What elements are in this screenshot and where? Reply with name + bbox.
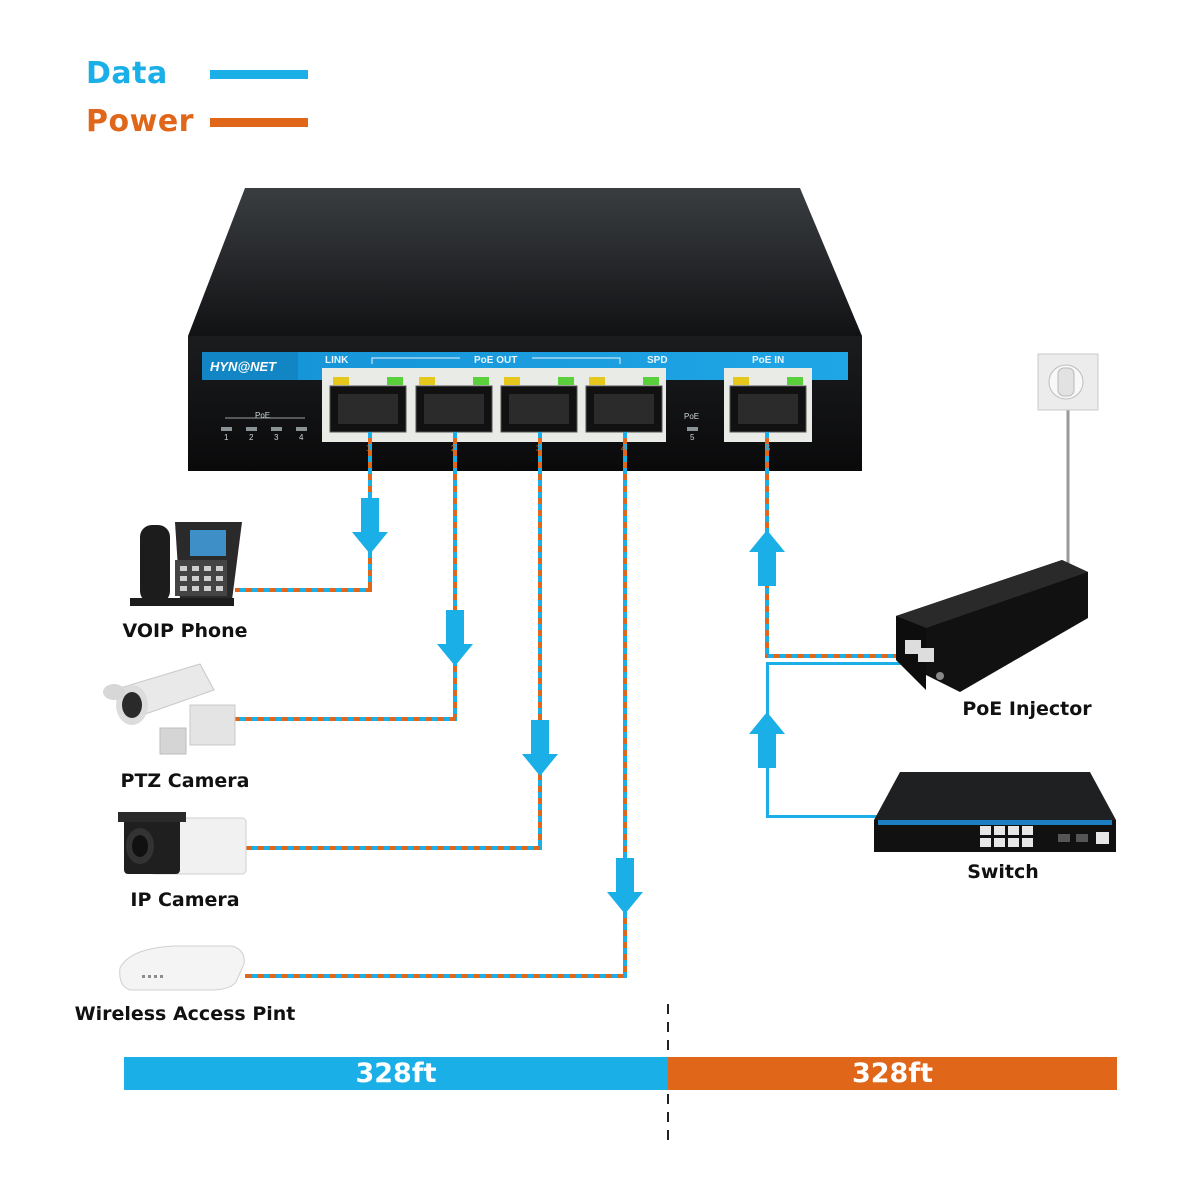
wall-socket-illustration bbox=[1037, 353, 1099, 411]
cable-voip bbox=[235, 588, 372, 592]
port-number-2: 2 bbox=[451, 444, 456, 453]
port-number-3: 3 bbox=[536, 444, 541, 453]
cable-ptz bbox=[235, 717, 457, 721]
cable-ap bbox=[245, 974, 627, 978]
voip-phone-label: VOIP Phone bbox=[122, 620, 248, 642]
arrows bbox=[352, 498, 785, 914]
cable-ip-camera bbox=[245, 846, 542, 850]
cable-port-4 bbox=[623, 432, 627, 978]
ip-camera-illustration bbox=[118, 812, 247, 875]
voip-phone-illustration bbox=[130, 522, 242, 606]
poe-leds bbox=[221, 417, 698, 431]
poe-led-label: PoE bbox=[255, 411, 271, 420]
link-label: LINK bbox=[325, 355, 349, 366]
brand-box bbox=[202, 352, 298, 380]
legend-data-label: Data bbox=[86, 56, 168, 91]
wireless-ap-label: Wireless Access Pint bbox=[74, 1003, 296, 1025]
poe-led-number-1: 1 bbox=[224, 433, 229, 442]
switch-top bbox=[188, 188, 862, 336]
ptz-camera-illustration bbox=[103, 663, 236, 755]
wireless-ap-illustration bbox=[119, 945, 245, 991]
poe-switch bbox=[188, 188, 862, 471]
distance-bar-power: 328ft bbox=[668, 1057, 1117, 1090]
arrow-down-1 bbox=[352, 498, 388, 554]
port-3 bbox=[500, 377, 578, 433]
poe-led-number-3: 3 bbox=[274, 433, 279, 442]
port-number-1: 1 bbox=[366, 444, 371, 453]
poe-led-number-4: 4 bbox=[299, 433, 304, 442]
port-5 bbox=[729, 377, 807, 433]
poe-out-label: PoE OUT bbox=[474, 355, 518, 366]
brand-logo: HYN@NET bbox=[210, 359, 277, 374]
legend-power-line bbox=[210, 118, 308, 127]
legend-data-line bbox=[210, 70, 308, 79]
cables bbox=[235, 408, 1070, 978]
poe5-number: 5 bbox=[690, 433, 695, 442]
arrow-up-2 bbox=[749, 712, 785, 768]
poe5-label: PoE bbox=[684, 412, 700, 421]
port-number-4: 4 bbox=[621, 444, 626, 453]
arrow-down-2 bbox=[437, 610, 473, 666]
port-number-5: 5 bbox=[766, 444, 771, 453]
cable-port-3 bbox=[538, 432, 542, 850]
ptz-camera-label: PTZ Camera bbox=[120, 770, 250, 792]
cable-injector-out bbox=[765, 654, 905, 658]
port-2 bbox=[415, 377, 493, 433]
arrow-down-4 bbox=[607, 858, 643, 914]
cable-switch-horizontal bbox=[766, 815, 878, 818]
cable-injector-in bbox=[766, 662, 906, 665]
network-switch-illustration bbox=[874, 772, 1116, 852]
ip-camera-label: IP Camera bbox=[130, 889, 240, 911]
spd-label: SPD bbox=[647, 355, 668, 366]
cable-port-2 bbox=[453, 432, 457, 721]
arrow-down-3 bbox=[522, 720, 558, 776]
distance-bar-data: 328ft bbox=[124, 1057, 668, 1090]
poe-injector-label: PoE Injector bbox=[962, 698, 1092, 720]
arrow-up-1 bbox=[749, 530, 785, 586]
poe-led-number-2: 2 bbox=[249, 433, 254, 442]
switch-label: Switch bbox=[967, 861, 1039, 883]
port-1 bbox=[329, 377, 407, 433]
poe-in-label: PoE IN bbox=[752, 355, 785, 366]
poe-injector-illustration bbox=[896, 560, 1088, 692]
legend-power-label: Power bbox=[86, 104, 194, 139]
